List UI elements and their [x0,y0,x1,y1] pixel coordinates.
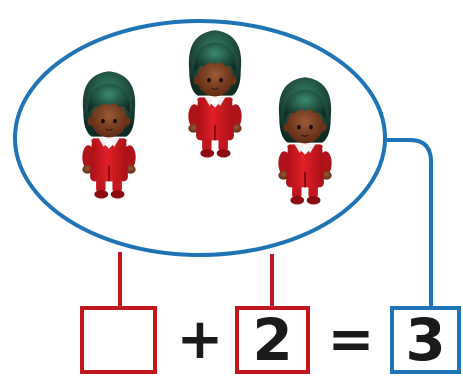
equals-sign: = [327,307,375,372]
second-addend-box: 2 [235,306,310,374]
first-addend-box[interactable] [80,306,157,374]
plus-sign: + [176,307,224,372]
total-box: 3 [390,306,461,374]
connector-line-whole [384,138,433,308]
